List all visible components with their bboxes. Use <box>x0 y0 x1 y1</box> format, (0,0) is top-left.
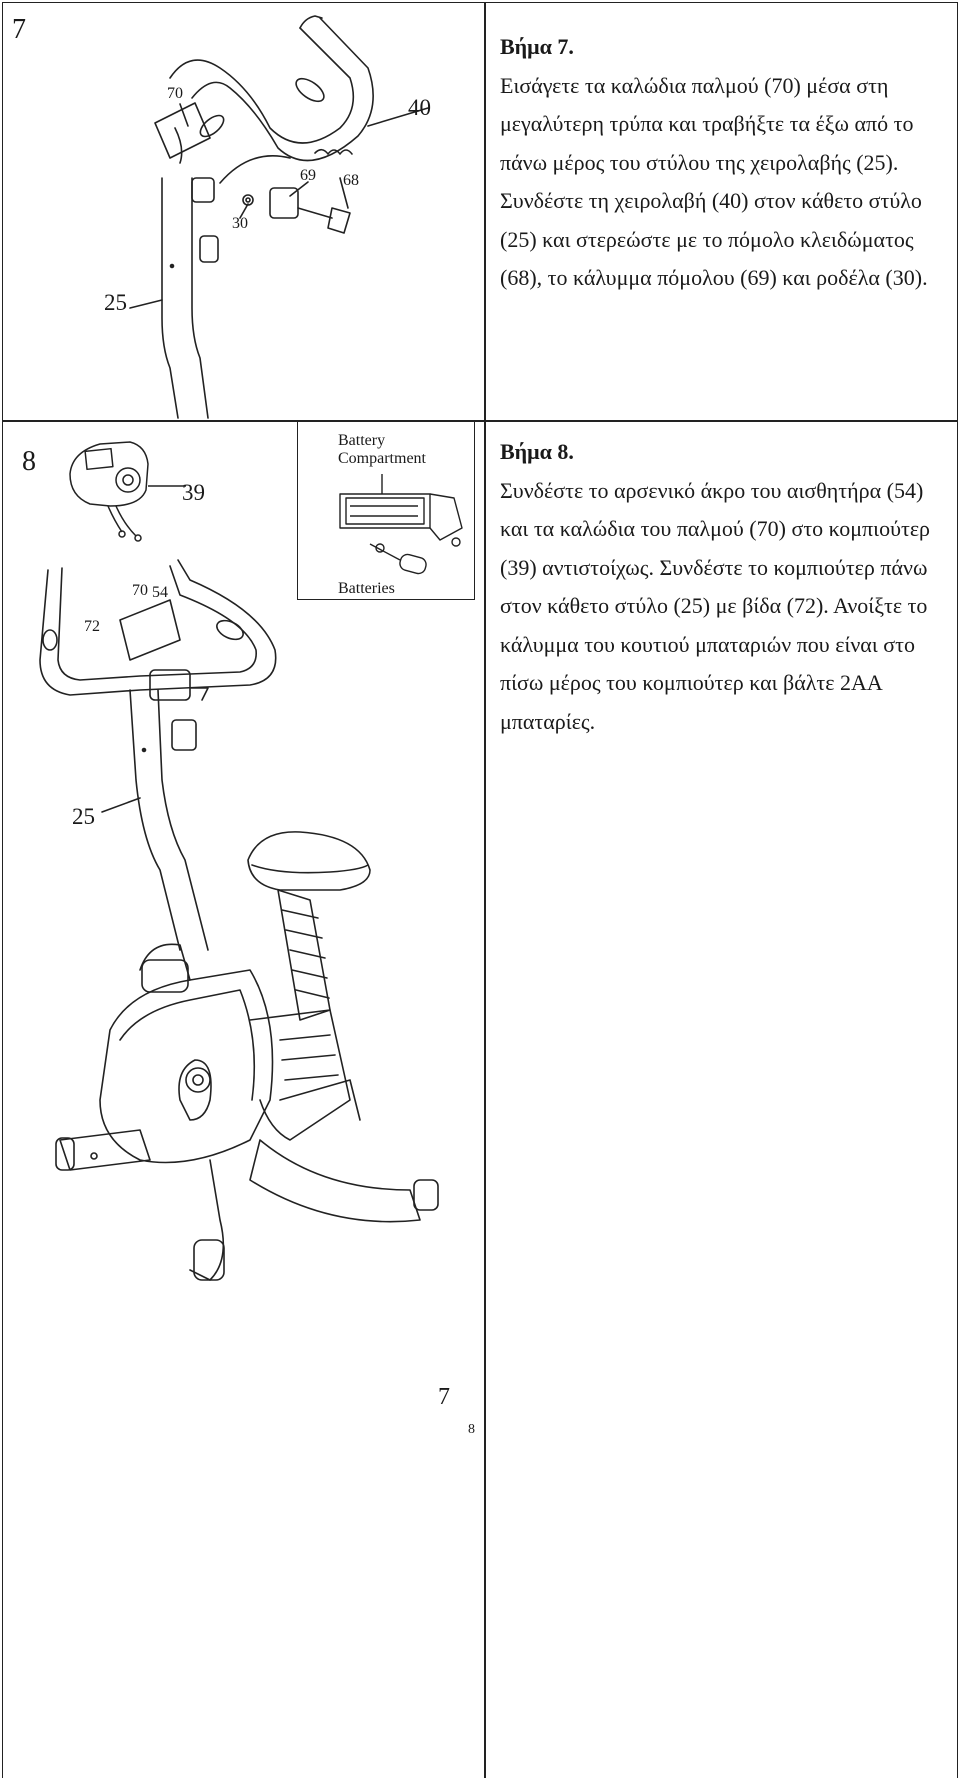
battery-compartment-illustration <box>330 468 470 588</box>
battery-inset <box>297 422 475 600</box>
step-7-title: Βήμα 7. <box>500 34 574 59</box>
step-7-divider <box>484 2 486 422</box>
battery-compartment-label-1: Battery <box>338 432 386 449</box>
callout-40: 40 <box>408 95 431 120</box>
callout-30: 30 <box>232 215 248 232</box>
exercise-bike-illustration <box>30 540 470 1340</box>
step-8-frame <box>2 420 958 1778</box>
step-7-frame <box>2 2 958 422</box>
callout-72: 72 <box>84 618 100 635</box>
computer-console-illustration <box>60 434 220 554</box>
callout-68: 68 <box>343 172 359 189</box>
step-8-body: Συνδέστε το αρσενικό άκρο του αισθητήρα … <box>500 477 931 734</box>
callout-54: 54 <box>152 584 168 601</box>
callout-69: 69 <box>300 167 316 184</box>
step-8-number: 8 <box>22 446 36 477</box>
page-number: 7 <box>438 1384 450 1410</box>
step-7-body: Εισάγετε τα καλώδια παλμού (70) μέσα στη… <box>500 72 928 291</box>
page-number-small: 8 <box>468 1422 475 1437</box>
step-7-number: 7 <box>12 14 26 45</box>
handlebar-assembly-illustration <box>100 8 480 418</box>
callout-70-step8: 70 <box>132 582 148 599</box>
callout-39: 39 <box>182 480 205 505</box>
callout-25-step8: 25 <box>72 804 95 829</box>
callout-70: 70 <box>167 85 183 102</box>
step-8-title: Βήμα 8. <box>500 439 574 464</box>
step-8-text: Βήμα 8. Συνδέστε το αρσενικό άκρο του αι… <box>500 433 940 741</box>
step-8-divider <box>484 422 486 1778</box>
batteries-label: Batteries <box>338 580 395 597</box>
callout-25: 25 <box>104 290 127 315</box>
step-7-text: Βήμα 7. Εισάγετε τα καλώδια παλμού (70) … <box>500 28 940 298</box>
battery-compartment-label-2: Compartment <box>338 450 426 467</box>
